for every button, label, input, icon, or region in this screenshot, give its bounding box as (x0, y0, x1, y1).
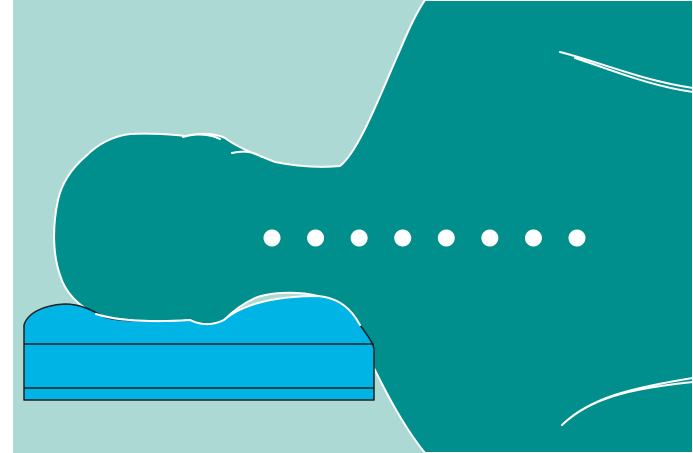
spine-dot (351, 230, 368, 247)
spine-dot (569, 230, 586, 247)
spine-dot (264, 230, 281, 247)
spine-dot (481, 230, 498, 247)
spine-dot (307, 230, 324, 247)
spine-dot (438, 230, 455, 247)
spine-dot (394, 230, 411, 247)
spine-dot (525, 230, 542, 247)
